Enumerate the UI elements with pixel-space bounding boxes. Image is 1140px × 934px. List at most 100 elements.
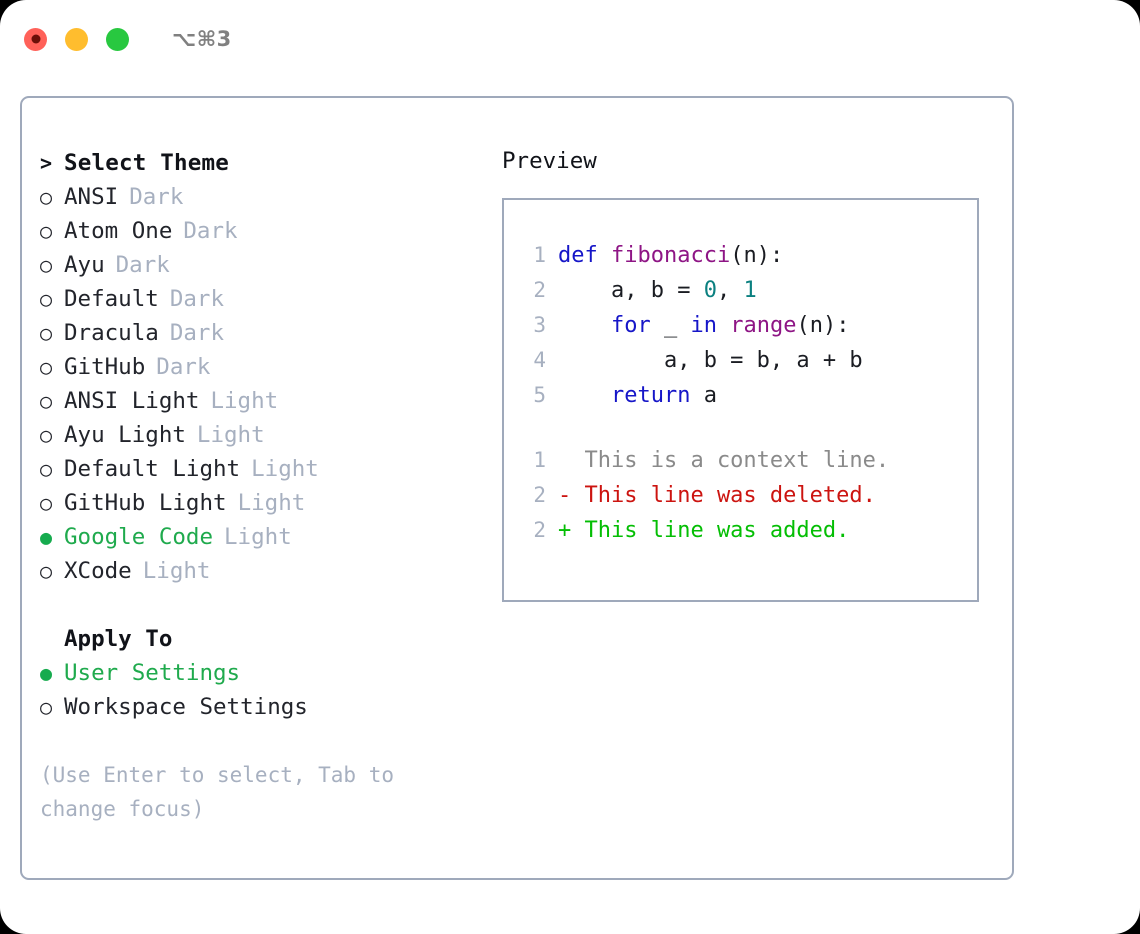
theme-option-google-code[interactable]: ● Google Code Light bbox=[40, 520, 480, 554]
theme-option-label: GitHub bbox=[64, 354, 146, 380]
diff-line-add: 2+ This line was added. bbox=[512, 513, 977, 548]
preview-title: Preview bbox=[502, 148, 597, 174]
apply-to-option-label: Workspace Settings bbox=[64, 694, 308, 720]
theme-option-label: Dracula bbox=[64, 320, 159, 346]
diff-line-ctx: 1 This is a context line. bbox=[512, 443, 977, 478]
radio-unselected-icon: ○ bbox=[40, 491, 53, 515]
radio-selected-icon: ● bbox=[40, 661, 53, 685]
code-line-text: def fibonacci(n): bbox=[558, 239, 783, 273]
theme-picker-header: > Select Theme bbox=[40, 146, 480, 180]
code-token-kw: for bbox=[610, 313, 651, 338]
apply-to-option-workspace-settings[interactable]: ○Workspace Settings bbox=[40, 690, 480, 724]
line-number: 2 bbox=[533, 483, 546, 507]
radio-unselected-icon: ○ bbox=[40, 355, 53, 379]
code-token-pl: a, b = bbox=[558, 278, 704, 303]
diff-line-text: - This line was deleted. bbox=[558, 483, 876, 508]
code-token-pl: _ bbox=[650, 313, 691, 338]
line-number: 5 bbox=[533, 383, 546, 407]
theme-option-label: ANSI bbox=[64, 184, 119, 210]
code-line: 5 return a bbox=[512, 378, 977, 413]
theme-variant-badge: Light bbox=[237, 490, 306, 516]
line-number: 1 bbox=[533, 448, 546, 472]
radio-selected-icon: ● bbox=[40, 525, 53, 549]
theme-option-label: Atom One bbox=[64, 218, 173, 244]
theme-variant-badge: Light bbox=[251, 456, 319, 482]
theme-variant-badge: Dark bbox=[183, 218, 238, 244]
theme-variant-badge: Dark bbox=[169, 286, 225, 312]
code-line: 3 for _ in range(n): bbox=[512, 308, 977, 343]
theme-option-github-light[interactable]: ○ GitHub Light Light bbox=[40, 486, 480, 520]
diff-line-text: This is a context line. bbox=[558, 448, 890, 473]
theme-option-label: ANSI Light bbox=[64, 388, 200, 414]
list-spacer bbox=[40, 588, 480, 622]
theme-option-label: Google Code bbox=[64, 524, 214, 550]
code-token-fn: range bbox=[730, 313, 797, 338]
radio-unselected-icon: ○ bbox=[40, 253, 53, 277]
radio-unselected-icon: ○ bbox=[40, 321, 53, 345]
keyboard-hint-text: (Use Enter to select, Tab to change focu… bbox=[40, 763, 407, 821]
theme-variant-badge: Light bbox=[210, 388, 279, 414]
apply-to-option-label: User Settings bbox=[64, 660, 241, 686]
theme-variant-badge: Light bbox=[142, 558, 211, 584]
title-bar: ⌥⌘3 bbox=[0, 0, 1140, 78]
code-token-kw: in bbox=[690, 313, 717, 338]
code-token-pl bbox=[558, 313, 611, 338]
theme-option-github[interactable]: ○ GitHub Dark bbox=[40, 350, 480, 384]
prompt-caret-icon: > bbox=[40, 151, 53, 175]
theme-picker-title: Select Theme bbox=[64, 150, 229, 176]
line-number: 4 bbox=[533, 348, 546, 372]
code-token-kw: return bbox=[610, 383, 691, 408]
radio-unselected-icon: ○ bbox=[40, 287, 53, 311]
code-line-text: return a bbox=[558, 379, 717, 413]
line-number: 2 bbox=[533, 518, 546, 542]
code-token-pl: a bbox=[690, 383, 717, 408]
apply-to-option-user-settings[interactable]: ● User Settings bbox=[40, 656, 480, 690]
line-number: 3 bbox=[533, 313, 546, 337]
zoom-button[interactable] bbox=[106, 27, 129, 51]
theme-variant-badge: Dark bbox=[156, 354, 211, 380]
diff-line-del: 2 - This line was deleted. bbox=[512, 478, 977, 513]
code-token-pl: (n): bbox=[796, 313, 850, 338]
minimize-button[interactable] bbox=[65, 27, 88, 51]
code-token-pl: a, b = b, a + b bbox=[558, 348, 863, 373]
theme-variant-badge: Light bbox=[224, 524, 292, 550]
code-token-pl bbox=[558, 383, 611, 408]
code-diff-gap bbox=[512, 413, 977, 443]
theme-option-label: XCode bbox=[64, 558, 132, 584]
code-line: 2 a, b = 0, 1 bbox=[512, 273, 977, 308]
code-line-text: a, b = 0, 1 bbox=[558, 274, 757, 308]
theme-option-ansi-light[interactable]: ○ ANSI Light Light bbox=[40, 384, 480, 418]
theme-option-label: Default Light bbox=[64, 456, 241, 482]
close-button[interactable] bbox=[24, 27, 47, 51]
radio-unselected-icon: ○ bbox=[40, 559, 53, 583]
line-number: 2 bbox=[533, 278, 546, 302]
code-token-pl bbox=[717, 313, 730, 338]
radio-unselected-icon: ○ bbox=[40, 457, 53, 481]
code-line: 4 a, b = b, a + b bbox=[512, 343, 977, 378]
theme-option-default-light[interactable]: ○ Default Light Light bbox=[40, 452, 480, 486]
apply-to-title: Apply To bbox=[64, 626, 173, 652]
code-token-num: 1 bbox=[743, 278, 757, 303]
code-token-num: 0 bbox=[703, 278, 717, 303]
theme-option-label: GitHub Light bbox=[64, 490, 227, 516]
theme-option-xcode[interactable]: ○ XCode Light bbox=[40, 554, 480, 588]
code-token-fn: fibonacci bbox=[610, 243, 731, 268]
window-controls bbox=[24, 27, 129, 51]
code-token-kw: def bbox=[558, 243, 611, 268]
line-number: 1 bbox=[533, 243, 546, 267]
apply-to-list: ● User Settings ○Workspace Settings bbox=[40, 656, 480, 724]
radio-unselected-icon: ○ bbox=[40, 389, 53, 413]
theme-option-label: Ayu bbox=[64, 252, 105, 278]
